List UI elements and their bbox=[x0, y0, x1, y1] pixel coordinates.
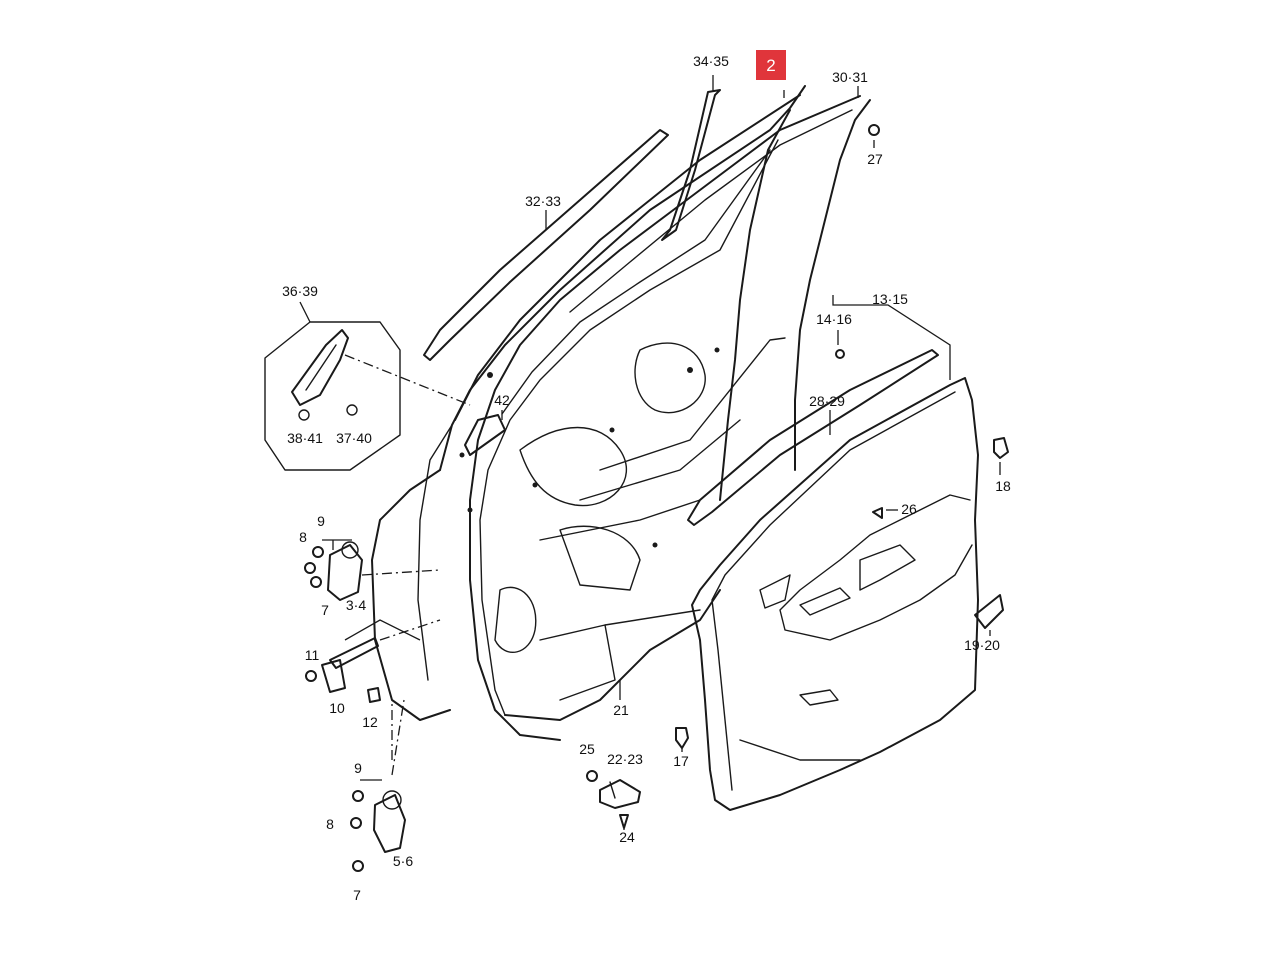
callout-38-41: 38·41 bbox=[287, 430, 323, 446]
callout-labels: 2 34·35 30·31 27 32·33 36·39 38·41 37·40… bbox=[282, 50, 1011, 903]
callout-13-15: 13·15 bbox=[872, 291, 908, 307]
callout-3-4: 3·4 bbox=[346, 597, 366, 613]
callout-25: 25 bbox=[579, 741, 595, 757]
door-shell-outline bbox=[371, 85, 806, 721]
callout-28-29: 28·29 bbox=[809, 393, 845, 409]
callout-8-upper: 8 bbox=[299, 529, 307, 545]
leader-lines bbox=[299, 75, 1001, 830]
trim-cover bbox=[974, 594, 1004, 629]
lower-hinge bbox=[350, 699, 406, 872]
callout-10: 10 bbox=[329, 700, 345, 716]
highlighted-part-badge bbox=[756, 50, 786, 80]
belt-molding bbox=[423, 129, 669, 361]
callout-34-35: 34·35 bbox=[693, 53, 729, 69]
corner-trim-group bbox=[264, 321, 471, 471]
callout-22-23: 22·23 bbox=[607, 751, 643, 767]
callout-17: 17 bbox=[673, 753, 689, 769]
callout-27: 27 bbox=[867, 151, 883, 167]
callout-2: 2 bbox=[766, 56, 775, 75]
callout-19-20: 19·20 bbox=[964, 637, 1000, 653]
mirror-patch bbox=[464, 414, 506, 456]
callout-32-33: 32·33 bbox=[525, 193, 561, 209]
callout-37-40: 37·40 bbox=[336, 430, 372, 446]
callout-5-6: 5·6 bbox=[393, 853, 413, 869]
callout-8-lower: 8 bbox=[326, 816, 334, 832]
callout-9-upper: 9 bbox=[317, 513, 325, 529]
callout-12: 12 bbox=[362, 714, 378, 730]
glass-run-channel bbox=[661, 89, 721, 241]
callout-9-lower: 9 bbox=[354, 760, 362, 776]
small-clips bbox=[675, 124, 1009, 749]
door-trim-panel bbox=[691, 377, 979, 811]
door-checker bbox=[305, 619, 441, 703]
callout-7-lower: 7 bbox=[353, 887, 361, 903]
callout-30-31: 30·31 bbox=[832, 69, 868, 85]
callout-21: 21 bbox=[613, 702, 629, 718]
callout-14-16: 14·16 bbox=[816, 311, 852, 327]
callout-11: 11 bbox=[305, 647, 320, 663]
callout-7-upper: 7 bbox=[321, 602, 329, 618]
upper-hinge bbox=[304, 539, 441, 601]
callout-24: 24 bbox=[619, 829, 635, 845]
callout-36-39: 36·39 bbox=[282, 283, 318, 299]
callout-42: 42 bbox=[494, 392, 510, 408]
latch-bracket bbox=[586, 770, 641, 829]
inner-belt-strip bbox=[687, 349, 939, 526]
door-weatherstrip bbox=[469, 95, 871, 741]
callout-18: 18 bbox=[995, 478, 1011, 494]
callout-26: 26 bbox=[901, 501, 917, 517]
